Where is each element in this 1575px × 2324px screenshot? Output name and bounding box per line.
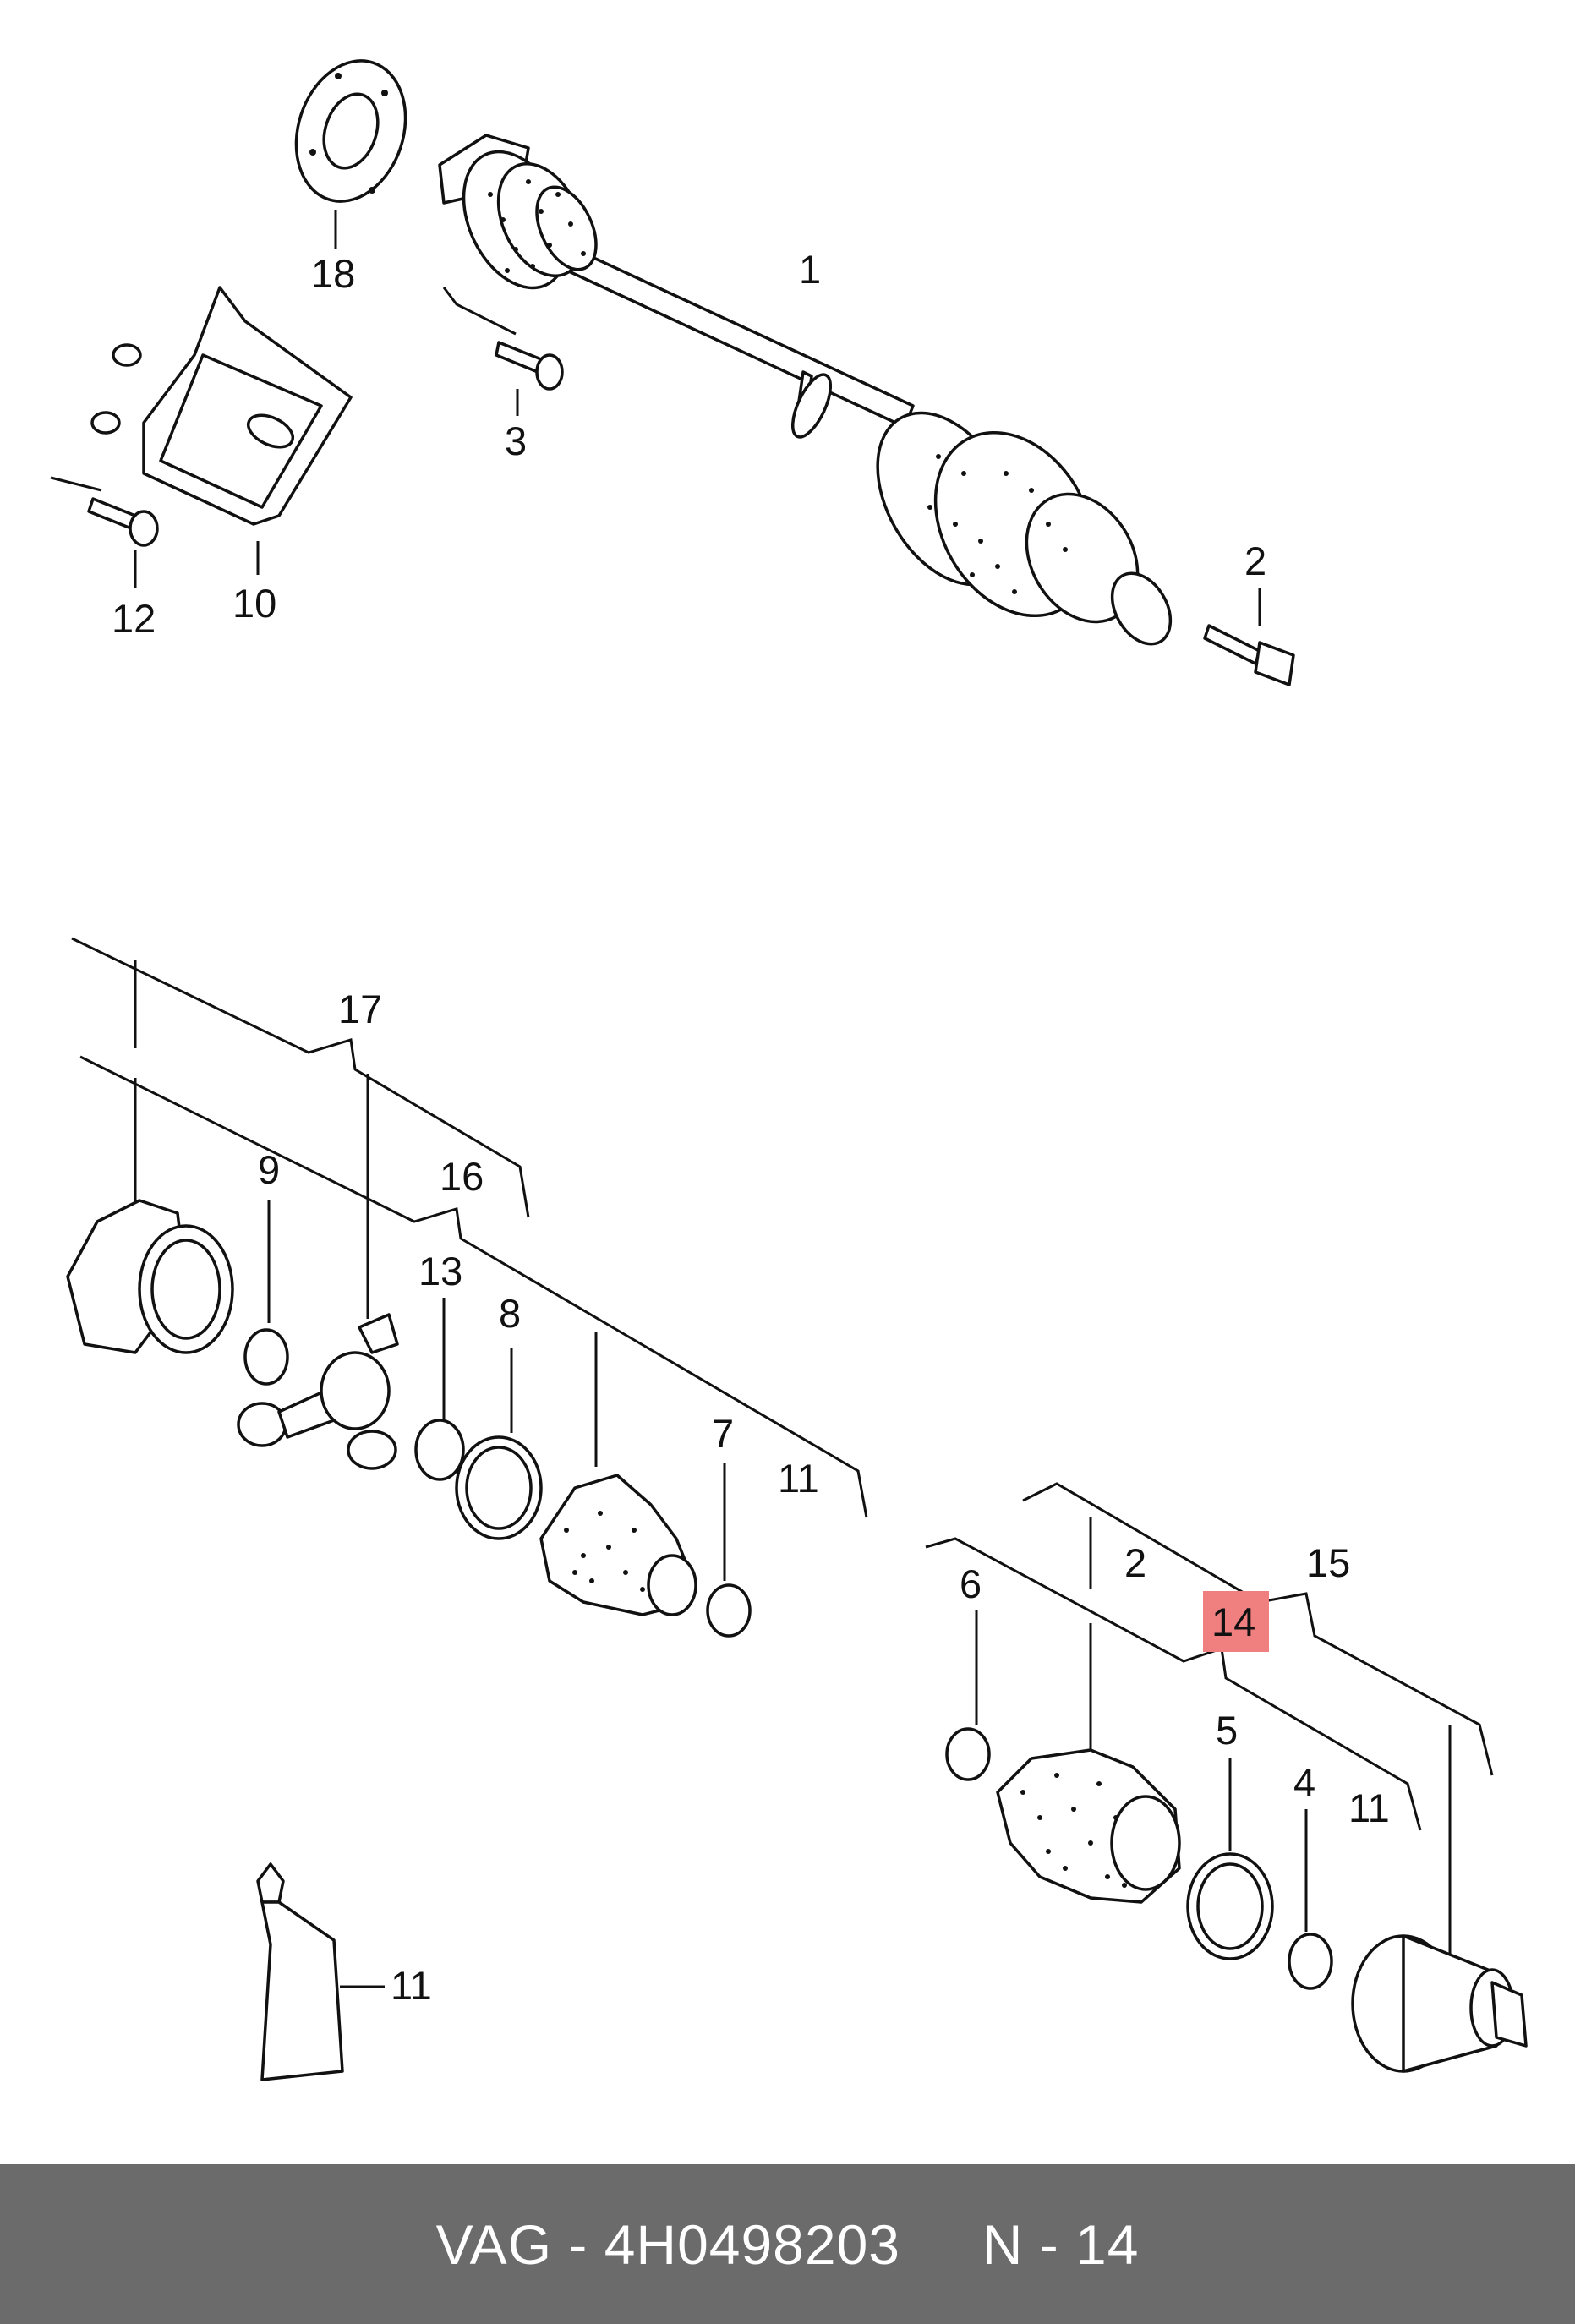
callout-10: 10 xyxy=(232,581,276,626)
footer-bar: VAG - 4H0498203 N - 14 xyxy=(0,2164,1575,2324)
callout-13: 13 xyxy=(418,1249,462,1293)
part-3-bolt xyxy=(495,341,564,391)
part-8-clamp xyxy=(455,1435,543,1540)
callout-18: 18 xyxy=(311,251,355,296)
callout-1: 1 xyxy=(799,247,821,292)
part-9-circlip xyxy=(243,1328,289,1386)
outer-joint-boot xyxy=(876,411,1173,646)
part-4-circlip xyxy=(1288,1933,1333,1990)
callout-5: 5 xyxy=(1216,1708,1238,1753)
part-7-clamp xyxy=(706,1583,752,1638)
callout-11-mid: 11 xyxy=(778,1456,819,1501)
callout-3: 3 xyxy=(505,418,527,463)
drive-shaft-assembly xyxy=(50,59,1295,686)
inner-boot xyxy=(539,1474,697,1616)
exploded-parts-diagram: 1 2 3 18 10 12 xyxy=(50,59,1528,2081)
part-6-clamp xyxy=(945,1727,991,1781)
callout-2-top: 2 xyxy=(1244,539,1266,583)
callout-17: 17 xyxy=(338,987,382,1031)
callout-11-right: 11 xyxy=(1348,1785,1390,1830)
part-5-clamp xyxy=(1186,1852,1274,1960)
callout-4: 4 xyxy=(1293,1760,1315,1805)
part-18-flange-ring xyxy=(294,59,407,203)
callout-16: 16 xyxy=(440,1154,484,1199)
callout-2-right: 2 xyxy=(1124,1540,1146,1585)
callout-7: 7 xyxy=(712,1411,734,1456)
outer-boot xyxy=(996,1748,1181,1904)
inner-joint-kit xyxy=(66,937,868,1638)
callout-12: 12 xyxy=(112,596,156,641)
callout-8: 8 xyxy=(499,1291,521,1336)
callout-11-tube: 11 xyxy=(391,1963,432,2008)
grease-tube xyxy=(256,1862,344,2081)
part-10-heat-shield xyxy=(90,286,353,526)
callout-6: 6 xyxy=(960,1561,982,1606)
callout-15: 15 xyxy=(1306,1540,1350,1585)
inner-joint-housing xyxy=(66,1199,234,1354)
part-13-circlip xyxy=(414,1419,465,1481)
callout-14: 14 xyxy=(1211,1599,1255,1644)
part-12-bolt xyxy=(87,497,159,547)
part-number-label: VAG - 4H0498203 N - 14 xyxy=(435,2212,1140,2276)
callout-9: 9 xyxy=(258,1147,280,1192)
outer-joint xyxy=(1351,1934,1528,2073)
callout-14-highlight xyxy=(1203,1591,1269,1652)
part-2-bolt xyxy=(1203,624,1295,686)
tripod-joint xyxy=(237,1313,399,1470)
outer-joint-kit xyxy=(925,1482,1528,2073)
inner-joint-boot xyxy=(438,134,598,290)
